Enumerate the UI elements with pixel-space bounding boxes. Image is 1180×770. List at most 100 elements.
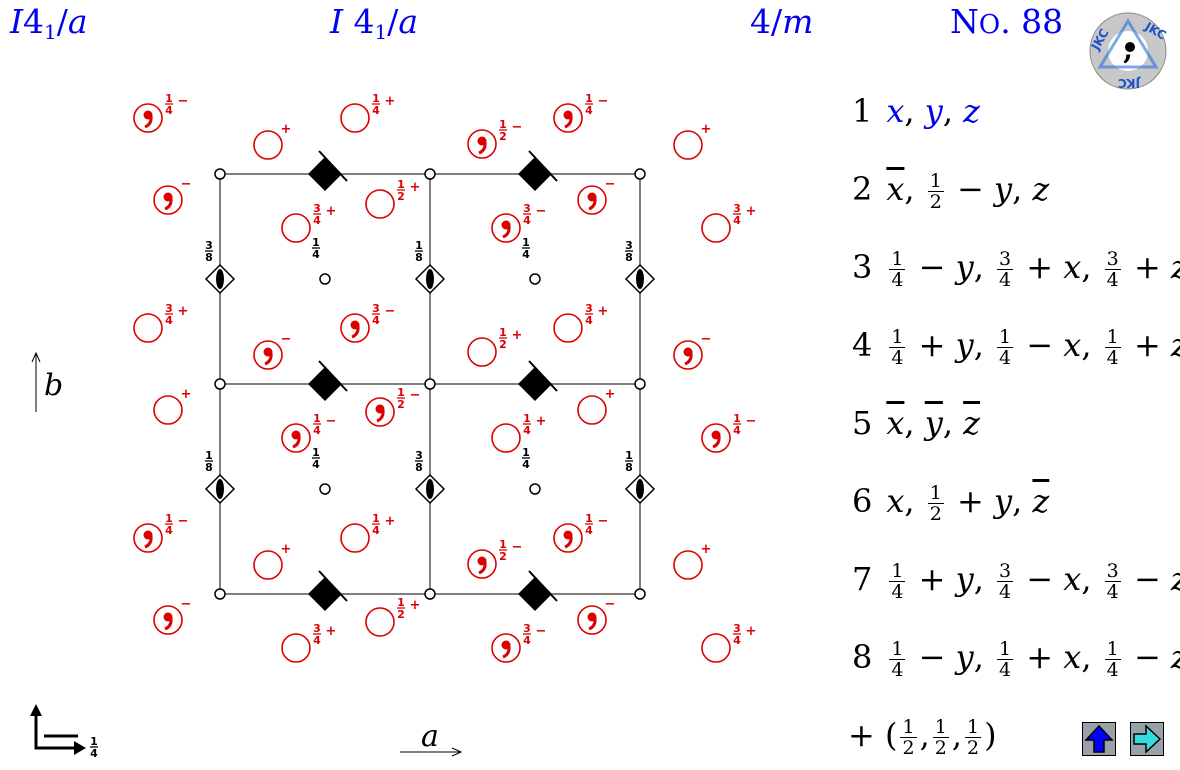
origin-up-arrowhead: [30, 704, 42, 716]
position-height-label: 2: [397, 608, 405, 621]
position-sign-label: −: [536, 624, 547, 639]
position-height-label: 2: [499, 550, 507, 563]
position-sign-label: −: [512, 540, 523, 555]
four-bar-tick: [318, 150, 348, 182]
position-height-label: 4: [733, 634, 741, 647]
position-height-label: 3: [523, 202, 531, 215]
general-position-circle: [340, 523, 370, 553]
position-height-label: 4: [313, 214, 321, 227]
general-position-circle: [701, 213, 731, 243]
general-position-circle: [673, 130, 703, 160]
position-height-label: 1: [372, 92, 380, 105]
position-height-label: 4: [733, 214, 741, 227]
up-button[interactable]: [1082, 722, 1116, 756]
position-height-label: 1: [165, 92, 173, 105]
position-height-label: 3: [585, 302, 593, 315]
position-height-label: 4: [313, 634, 321, 647]
position-height-label: 1: [313, 412, 321, 425]
position-height-label: 3: [523, 622, 531, 635]
four-bar-axis-symbol: [308, 367, 342, 401]
inversion-centre: [529, 483, 541, 495]
four-bar-tick: [318, 570, 348, 602]
comma-tail: [564, 115, 573, 129]
screw-axis-height-label: 8: [205, 251, 213, 264]
position-height-label: 2: [397, 398, 405, 411]
position-3: 314 − y, 34 + x, 34 + z: [852, 248, 1180, 291]
position-height-label: 3: [313, 202, 321, 215]
screw-axis-height-label: 1: [625, 449, 633, 462]
position-height-label: 2: [397, 190, 405, 203]
general-position-circle: [491, 423, 521, 453]
position-height-label: 4: [585, 314, 593, 327]
four-bar-axis-symbol: [518, 367, 552, 401]
a-axis-arrowhead: [451, 747, 463, 757]
position-sign-label: −: [598, 514, 609, 529]
inversion-centre: [424, 378, 436, 390]
general-position-circle: [553, 523, 583, 553]
position-height-label: 1: [397, 596, 405, 609]
comma-tail: [292, 435, 301, 449]
comma-tail: [264, 352, 273, 366]
four-bar-axis-symbol: [518, 157, 552, 191]
position-sign-label: −: [181, 597, 192, 612]
position-sign-label: +: [178, 304, 189, 319]
screw-axis-height-label: 8: [205, 461, 213, 474]
arrow-right-icon: [1133, 724, 1162, 754]
b-axis-label: b: [44, 368, 63, 403]
comma-tail: [684, 352, 693, 366]
point-group: 4/m: [750, 2, 814, 41]
general-position-circle: [340, 313, 370, 343]
screw-axis-height-label: 8: [625, 251, 633, 264]
comma-tail: [144, 115, 153, 129]
position-height-label: 1: [733, 412, 741, 425]
position-height-label: 4: [523, 634, 531, 647]
comma-tail: [478, 141, 487, 155]
position-sign-label: −: [181, 177, 192, 192]
position-sign-label: +: [701, 122, 712, 137]
four-bar-tick: [528, 360, 558, 392]
inversion-height-label: 1: [312, 446, 320, 459]
position-sign-label: +: [701, 542, 712, 557]
position-sign-label: −: [326, 414, 337, 429]
general-position-circle: [577, 185, 607, 215]
four-bar-axis-symbol: [518, 577, 552, 611]
symmetry-diagram: 1414141438183818381814−14+12−14−++−12+−3…: [30, 92, 757, 760]
position-sign-label: −: [281, 332, 292, 347]
inversion-centre: [424, 168, 436, 180]
general-position-circle: [281, 423, 311, 453]
inversion-centre: [424, 588, 436, 600]
position-sign-label: +: [536, 414, 547, 429]
inversion-centre: [319, 483, 331, 495]
general-position-circle: [467, 337, 497, 367]
comma-tail: [502, 645, 511, 659]
position-height-label: 1: [165, 512, 173, 525]
next-button[interactable]: [1130, 722, 1164, 756]
general-position-circle: [365, 397, 395, 427]
four-bar-axis-symbol: [308, 157, 342, 191]
screw-axis-height-label: 8: [625, 461, 633, 474]
comma-tail: [588, 617, 597, 631]
position-height-label: 3: [372, 302, 380, 315]
screw-axis-height-label: 3: [415, 449, 423, 462]
jkc-logo[interactable]: , JKC JKC JKC: [1088, 11, 1169, 91]
general-position-circle: [673, 550, 703, 580]
position-height-label: 1: [397, 386, 405, 399]
four-bar-tick: [318, 360, 348, 392]
screw-axis-height-label: 8: [415, 251, 423, 264]
screw-axis-core: [216, 269, 224, 289]
position-height-label: 3: [165, 302, 173, 315]
position-sign-label: +: [746, 624, 757, 639]
general-position-circle: [365, 189, 395, 219]
general-position-circle: [281, 633, 311, 663]
position-sign-label: +: [281, 122, 292, 137]
full-symbol: I 41/a: [330, 2, 419, 44]
screw-axis-core: [636, 479, 644, 499]
position-sign-label: −: [178, 514, 189, 529]
position-height-label: 1: [499, 538, 507, 551]
four-bar-axis-symbol: [308, 577, 342, 611]
general-position-circle: [153, 185, 183, 215]
comma-tail: [376, 409, 385, 423]
